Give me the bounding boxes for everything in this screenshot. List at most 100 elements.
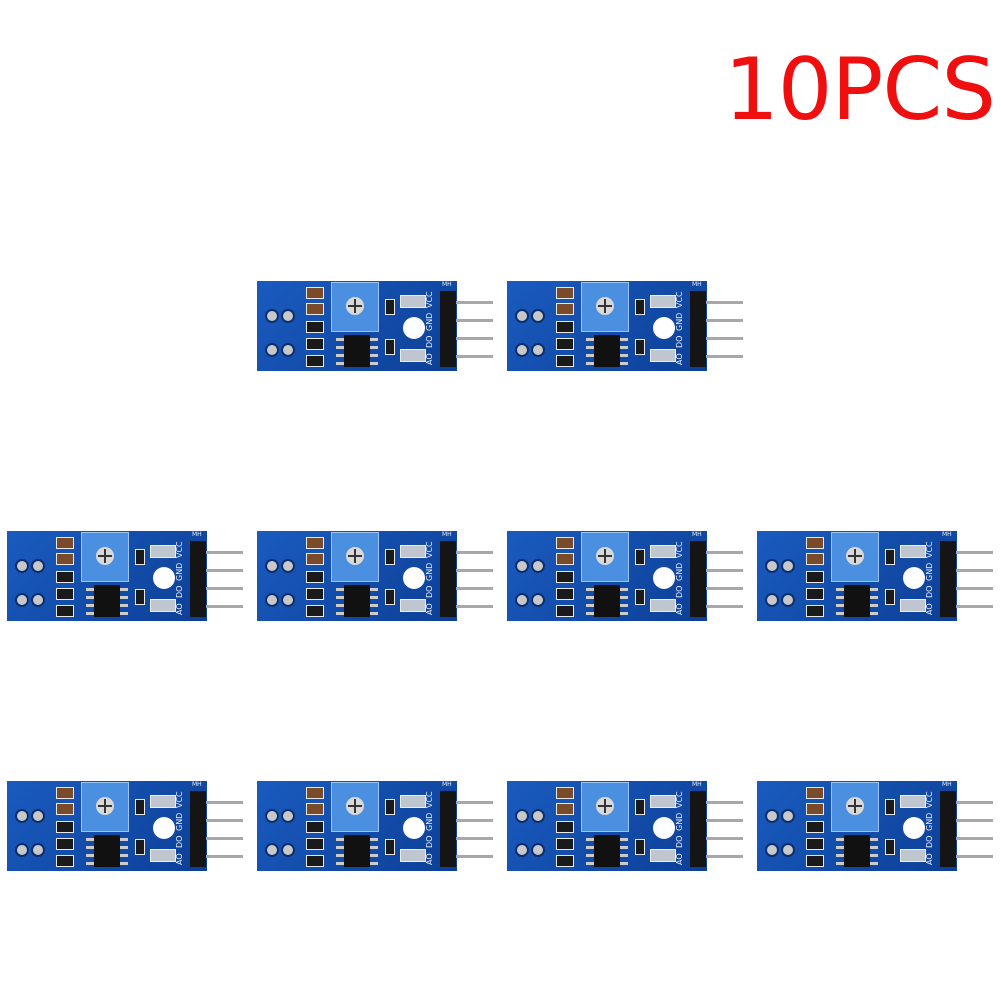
resistor: [806, 537, 824, 549]
resistor: [556, 855, 574, 867]
header-label: MH: [192, 781, 202, 788]
resistor: [306, 303, 324, 315]
pin-label: GND: [925, 562, 934, 582]
pin-label: GND: [675, 562, 684, 582]
pin-label: AO: [925, 603, 934, 615]
pin: [456, 837, 493, 840]
pcb: AO DO GND VCC MH: [507, 281, 707, 371]
pin-labels: AO DO GND VCC: [675, 539, 691, 617]
potentiometer: [331, 282, 379, 332]
pad: [31, 843, 45, 857]
header-label: MH: [442, 531, 452, 538]
led: [650, 545, 676, 558]
sensor-module: AO DO GND VCC MH: [7, 781, 245, 873]
resistor: [806, 821, 824, 833]
led: [400, 349, 426, 362]
potentiometer: [331, 782, 379, 832]
resistor: [56, 787, 74, 799]
mounting-hole: [403, 317, 425, 339]
pcb: AO DO GND VCC MH: [7, 781, 207, 871]
pad: [281, 593, 295, 607]
resistor: [56, 855, 74, 867]
pin: [456, 569, 493, 572]
ic-chip: [344, 585, 370, 617]
sensor-module: AO DO GND VCC MH: [257, 281, 495, 373]
potentiometer: [81, 782, 129, 832]
mounting-hole: [653, 317, 675, 339]
resistor: [556, 287, 574, 299]
pin-label: AO: [425, 853, 434, 865]
resistor: [306, 838, 324, 850]
pad: [531, 559, 545, 573]
pin: [206, 605, 243, 608]
pad: [15, 559, 29, 573]
pin-label: DO: [175, 585, 184, 599]
pin: [706, 837, 743, 840]
pin-label: VCC: [425, 791, 434, 809]
pad: [31, 809, 45, 823]
resistor: [385, 839, 395, 855]
pin-label: AO: [675, 603, 684, 615]
potentiometer: [331, 532, 379, 582]
resistor: [56, 537, 74, 549]
resistor: [556, 588, 574, 600]
resistor: [635, 839, 645, 855]
pin: [206, 801, 243, 804]
pin-label: AO: [675, 353, 684, 365]
pin-label: VCC: [925, 791, 934, 809]
resistor: [135, 589, 145, 605]
resistor: [556, 321, 574, 333]
pin-labels: AO DO GND VCC: [925, 539, 941, 617]
pad: [531, 343, 545, 357]
pin: [706, 337, 743, 340]
resistor: [306, 571, 324, 583]
resistor: [306, 287, 324, 299]
ic-chip: [594, 335, 620, 367]
led: [650, 599, 676, 612]
led: [650, 295, 676, 308]
pin-label: AO: [175, 853, 184, 865]
knob: [596, 547, 614, 565]
resistor: [635, 589, 645, 605]
pin: [206, 819, 243, 822]
pin-label: AO: [175, 603, 184, 615]
pin: [956, 587, 993, 590]
knob: [346, 797, 364, 815]
pin-labels: AO DO GND VCC: [175, 539, 191, 617]
pin-header: [690, 291, 706, 367]
resistor: [385, 299, 395, 315]
pin-label: GND: [425, 812, 434, 832]
pad: [265, 843, 279, 857]
pin-header: [440, 291, 456, 367]
pad: [281, 343, 295, 357]
pin-header: [440, 541, 456, 617]
pin-label: DO: [925, 585, 934, 599]
pad: [281, 843, 295, 857]
resistor: [385, 549, 395, 565]
pin: [456, 801, 493, 804]
mounting-hole: [403, 817, 425, 839]
resistor: [556, 838, 574, 850]
knob: [846, 547, 864, 565]
pin-labels: AO DO GND VCC: [675, 289, 691, 367]
pin-label: AO: [425, 353, 434, 365]
pin-label: VCC: [675, 541, 684, 559]
pin-label: DO: [425, 585, 434, 599]
pin-label: DO: [925, 835, 934, 849]
resistor: [306, 355, 324, 367]
resistor: [806, 553, 824, 565]
sensor-module: AO DO GND VCC MH: [507, 781, 745, 873]
sensor-module: AO DO GND VCC MH: [507, 531, 745, 623]
pin: [706, 855, 743, 858]
pcb: AO DO GND VCC MH: [507, 781, 707, 871]
pin-label: GND: [175, 562, 184, 582]
pin: [456, 587, 493, 590]
led: [150, 599, 176, 612]
pin: [456, 301, 493, 304]
header-label: MH: [692, 781, 702, 788]
resistor: [556, 605, 574, 617]
led: [650, 795, 676, 808]
pad: [515, 809, 529, 823]
resistor: [806, 803, 824, 815]
pin-label: DO: [675, 335, 684, 349]
